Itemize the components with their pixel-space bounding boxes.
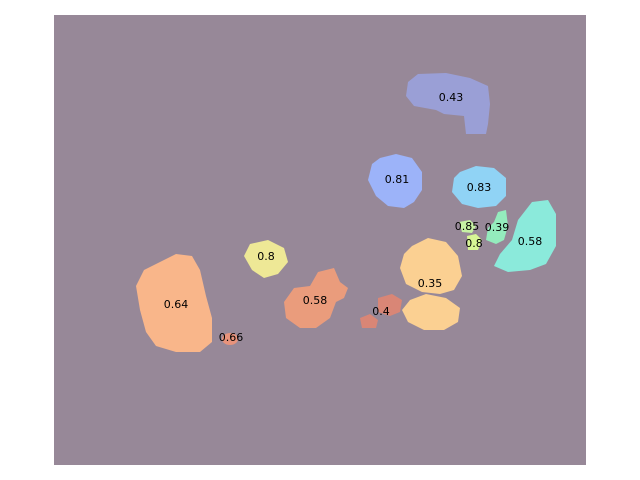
region-12-mask (222, 333, 238, 345)
region-3: 0.85 (455, 220, 480, 233)
region-10: 0.4 (360, 294, 402, 328)
region-10-score: 0.4 (372, 305, 390, 318)
region-11: 0.64 (136, 254, 212, 352)
image-background (54, 15, 586, 465)
region-5-score: 0.8 (465, 237, 483, 250)
region-1-score: 0.81 (385, 173, 410, 186)
region-10-mask (378, 294, 402, 316)
region-2: 0.83 (452, 166, 506, 208)
region-8-score: 0.35 (418, 277, 443, 290)
region-12: 0.66 (219, 331, 244, 345)
region-7-mask (244, 240, 288, 278)
region-5: 0.8 (465, 234, 483, 250)
region-2-mask (452, 166, 506, 208)
region-5-mask (467, 234, 482, 250)
region-10-mask-small (360, 314, 378, 328)
region-12-score: 0.66 (219, 331, 244, 344)
region-3-mask (459, 220, 476, 233)
region-0-mask (406, 73, 490, 134)
region-7-score: 0.8 (257, 250, 275, 263)
region-6-mask (494, 200, 556, 272)
region-9: 0.58 (284, 268, 348, 328)
region-1-mask (368, 154, 422, 208)
region-3-score: 0.85 (455, 220, 480, 233)
region-1: 0.81 (368, 154, 422, 208)
region-7: 0.8 (244, 240, 288, 278)
region-6: 0.58 (494, 200, 556, 272)
region-8-mask-lower (402, 294, 460, 330)
region-8-mask (400, 238, 462, 294)
region-4: 0.39 (485, 210, 510, 244)
region-9-mask (284, 268, 348, 328)
region-2-score: 0.83 (467, 181, 492, 194)
region-0-score: 0.43 (439, 91, 464, 104)
region-4-mask (486, 210, 508, 244)
region-11-mask (136, 254, 212, 352)
region-11-score: 0.64 (164, 298, 189, 311)
region-6-score: 0.58 (518, 235, 543, 248)
region-4-score: 0.39 (485, 221, 510, 234)
region-9-score: 0.58 (303, 294, 328, 307)
region-8: 0.35 (400, 238, 462, 330)
region-0: 0.43 (406, 73, 490, 134)
